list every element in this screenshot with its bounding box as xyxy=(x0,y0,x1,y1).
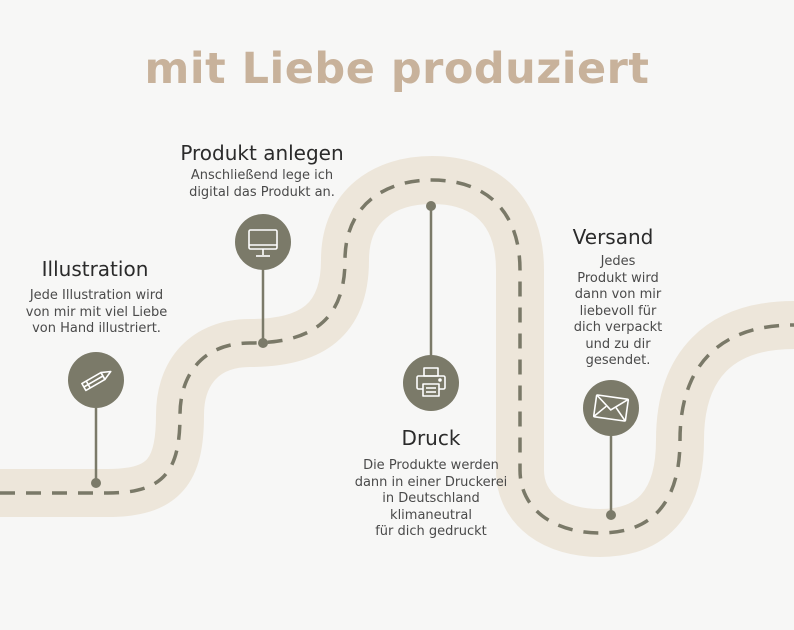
druck-description: Die Produkte werden dann in einer Drucke… xyxy=(331,458,531,541)
produkt-desc-line: digital das Produkt an. xyxy=(189,184,335,200)
versand-desc-line: und zu dir xyxy=(585,336,651,352)
druck-desc-line: für dich gedruckt xyxy=(375,524,487,539)
druck-title: Druck xyxy=(401,426,461,450)
step-versand-marker xyxy=(583,380,639,520)
illustration-anchor-dot xyxy=(91,478,101,488)
envelope-icon xyxy=(592,394,630,422)
produkt-anchor-dot xyxy=(258,338,268,348)
versand-desc-line: Jedes xyxy=(600,254,636,269)
druck-anchor-dot xyxy=(426,201,436,211)
versand-anchor-dot xyxy=(606,510,616,520)
druck-desc-line: in Deutschland xyxy=(382,491,480,506)
produkt-desc-line: Anschließend lege ich xyxy=(190,168,334,183)
versand-desc-line: liebevoll für xyxy=(579,303,657,319)
pencil-icon xyxy=(81,370,112,392)
produkt-title: Produkt anlegen xyxy=(180,141,344,165)
versand-icon-circle xyxy=(583,380,639,436)
druck-desc-line: dann in einer Druckerei xyxy=(354,474,508,490)
illustration-title: Illustration xyxy=(41,257,149,281)
illustration-desc-line: von mir mit viel Liebe xyxy=(25,304,168,320)
step-produkt-marker xyxy=(235,214,291,348)
illustration-desc-line: Jede Illustration wird xyxy=(29,288,164,303)
page-title: mit Liebe produziert xyxy=(144,44,650,94)
monitor-icon xyxy=(248,229,278,257)
versand-desc-line: Produkt wird xyxy=(577,270,659,286)
illustration-desc-line: von Hand illustriert. xyxy=(32,321,161,336)
produkt-icon-circle xyxy=(235,214,291,270)
druck-desc-line: klimaneutral xyxy=(390,507,472,523)
versand-description: Jedes Produkt wird dann von mir liebevol… xyxy=(558,254,678,370)
step-illustration-marker xyxy=(68,352,124,488)
step-druck-marker xyxy=(403,201,459,411)
druck-desc-line: Die Produkte werden xyxy=(363,458,499,473)
printer-icon xyxy=(416,367,446,397)
versand-desc-line: dann von mir xyxy=(574,287,662,302)
illustration-description: Jede Illustration wird von mir mit viel … xyxy=(0,288,193,338)
druck-icon-circle xyxy=(403,355,459,411)
versand-desc-line: dich verpackt xyxy=(573,320,663,335)
versand-desc-line: gesendet. xyxy=(585,353,651,368)
produkt-description: Anschließend lege ich digital das Produk… xyxy=(162,168,362,201)
versand-title: Versand xyxy=(572,225,654,249)
